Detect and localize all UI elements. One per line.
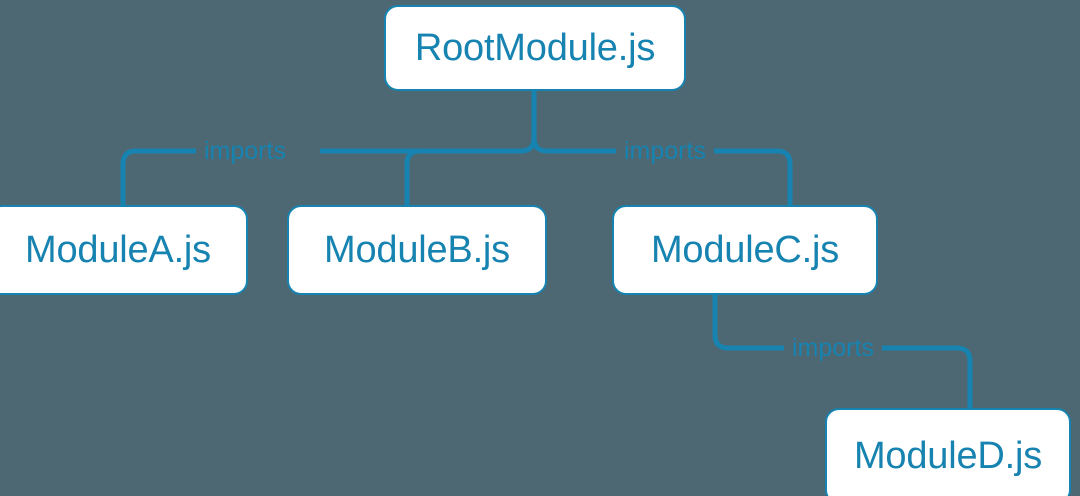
edge-root-to-moduleC	[738, 148, 793, 205]
edge-moduleC-to-moduleD-left	[712, 295, 784, 351]
node-modulea[interactable]: ModuleA.js	[0, 205, 248, 295]
node-moduled[interactable]: ModuleD.js	[825, 408, 1071, 496]
edge-moduleC-to-moduleD-right	[866, 345, 973, 408]
edge-root-trunk-right	[531, 137, 738, 154]
edge-root-to-moduleB	[404, 148, 421, 205]
node-modulec[interactable]: ModuleC.js	[612, 205, 878, 295]
node-label-moduled: ModuleD.js	[853, 435, 1043, 477]
node-label-modulec: ModuleC.js	[650, 229, 840, 271]
edge-label-modulec-to-moduled: imports	[784, 336, 882, 361]
edge-label-root-to-modulea: imports	[196, 139, 294, 164]
edge-root-trunk	[320, 91, 537, 154]
node-label-moduleb: ModuleB.js	[324, 229, 510, 271]
node-rootmodule[interactable]: RootModule.js	[384, 5, 686, 91]
node-label-modulea: ModuleA.js	[25, 229, 211, 271]
edge-root-to-moduleA	[120, 148, 196, 205]
edge-label-root-to-modulec: imports	[616, 139, 714, 164]
node-moduleb[interactable]: ModuleB.js	[287, 205, 547, 295]
node-label-rootmodule: RootModule.js	[414, 27, 656, 69]
